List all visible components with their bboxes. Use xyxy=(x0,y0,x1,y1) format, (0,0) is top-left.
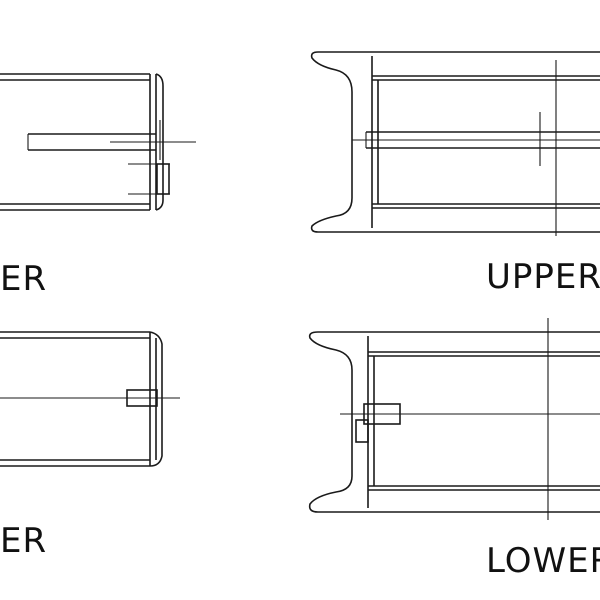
label-bottom-left: ER xyxy=(0,521,47,561)
top-right-bearing-view xyxy=(310,51,600,236)
label-top-left: ER xyxy=(0,259,47,299)
bottom-right-bearing-view xyxy=(308,318,600,520)
top-left-bearing-view xyxy=(0,73,196,211)
bottom-left-bearing-view xyxy=(0,331,180,467)
label-bottom-right: LOWER xyxy=(486,541,600,581)
label-top-right: UPPER xyxy=(486,257,600,297)
